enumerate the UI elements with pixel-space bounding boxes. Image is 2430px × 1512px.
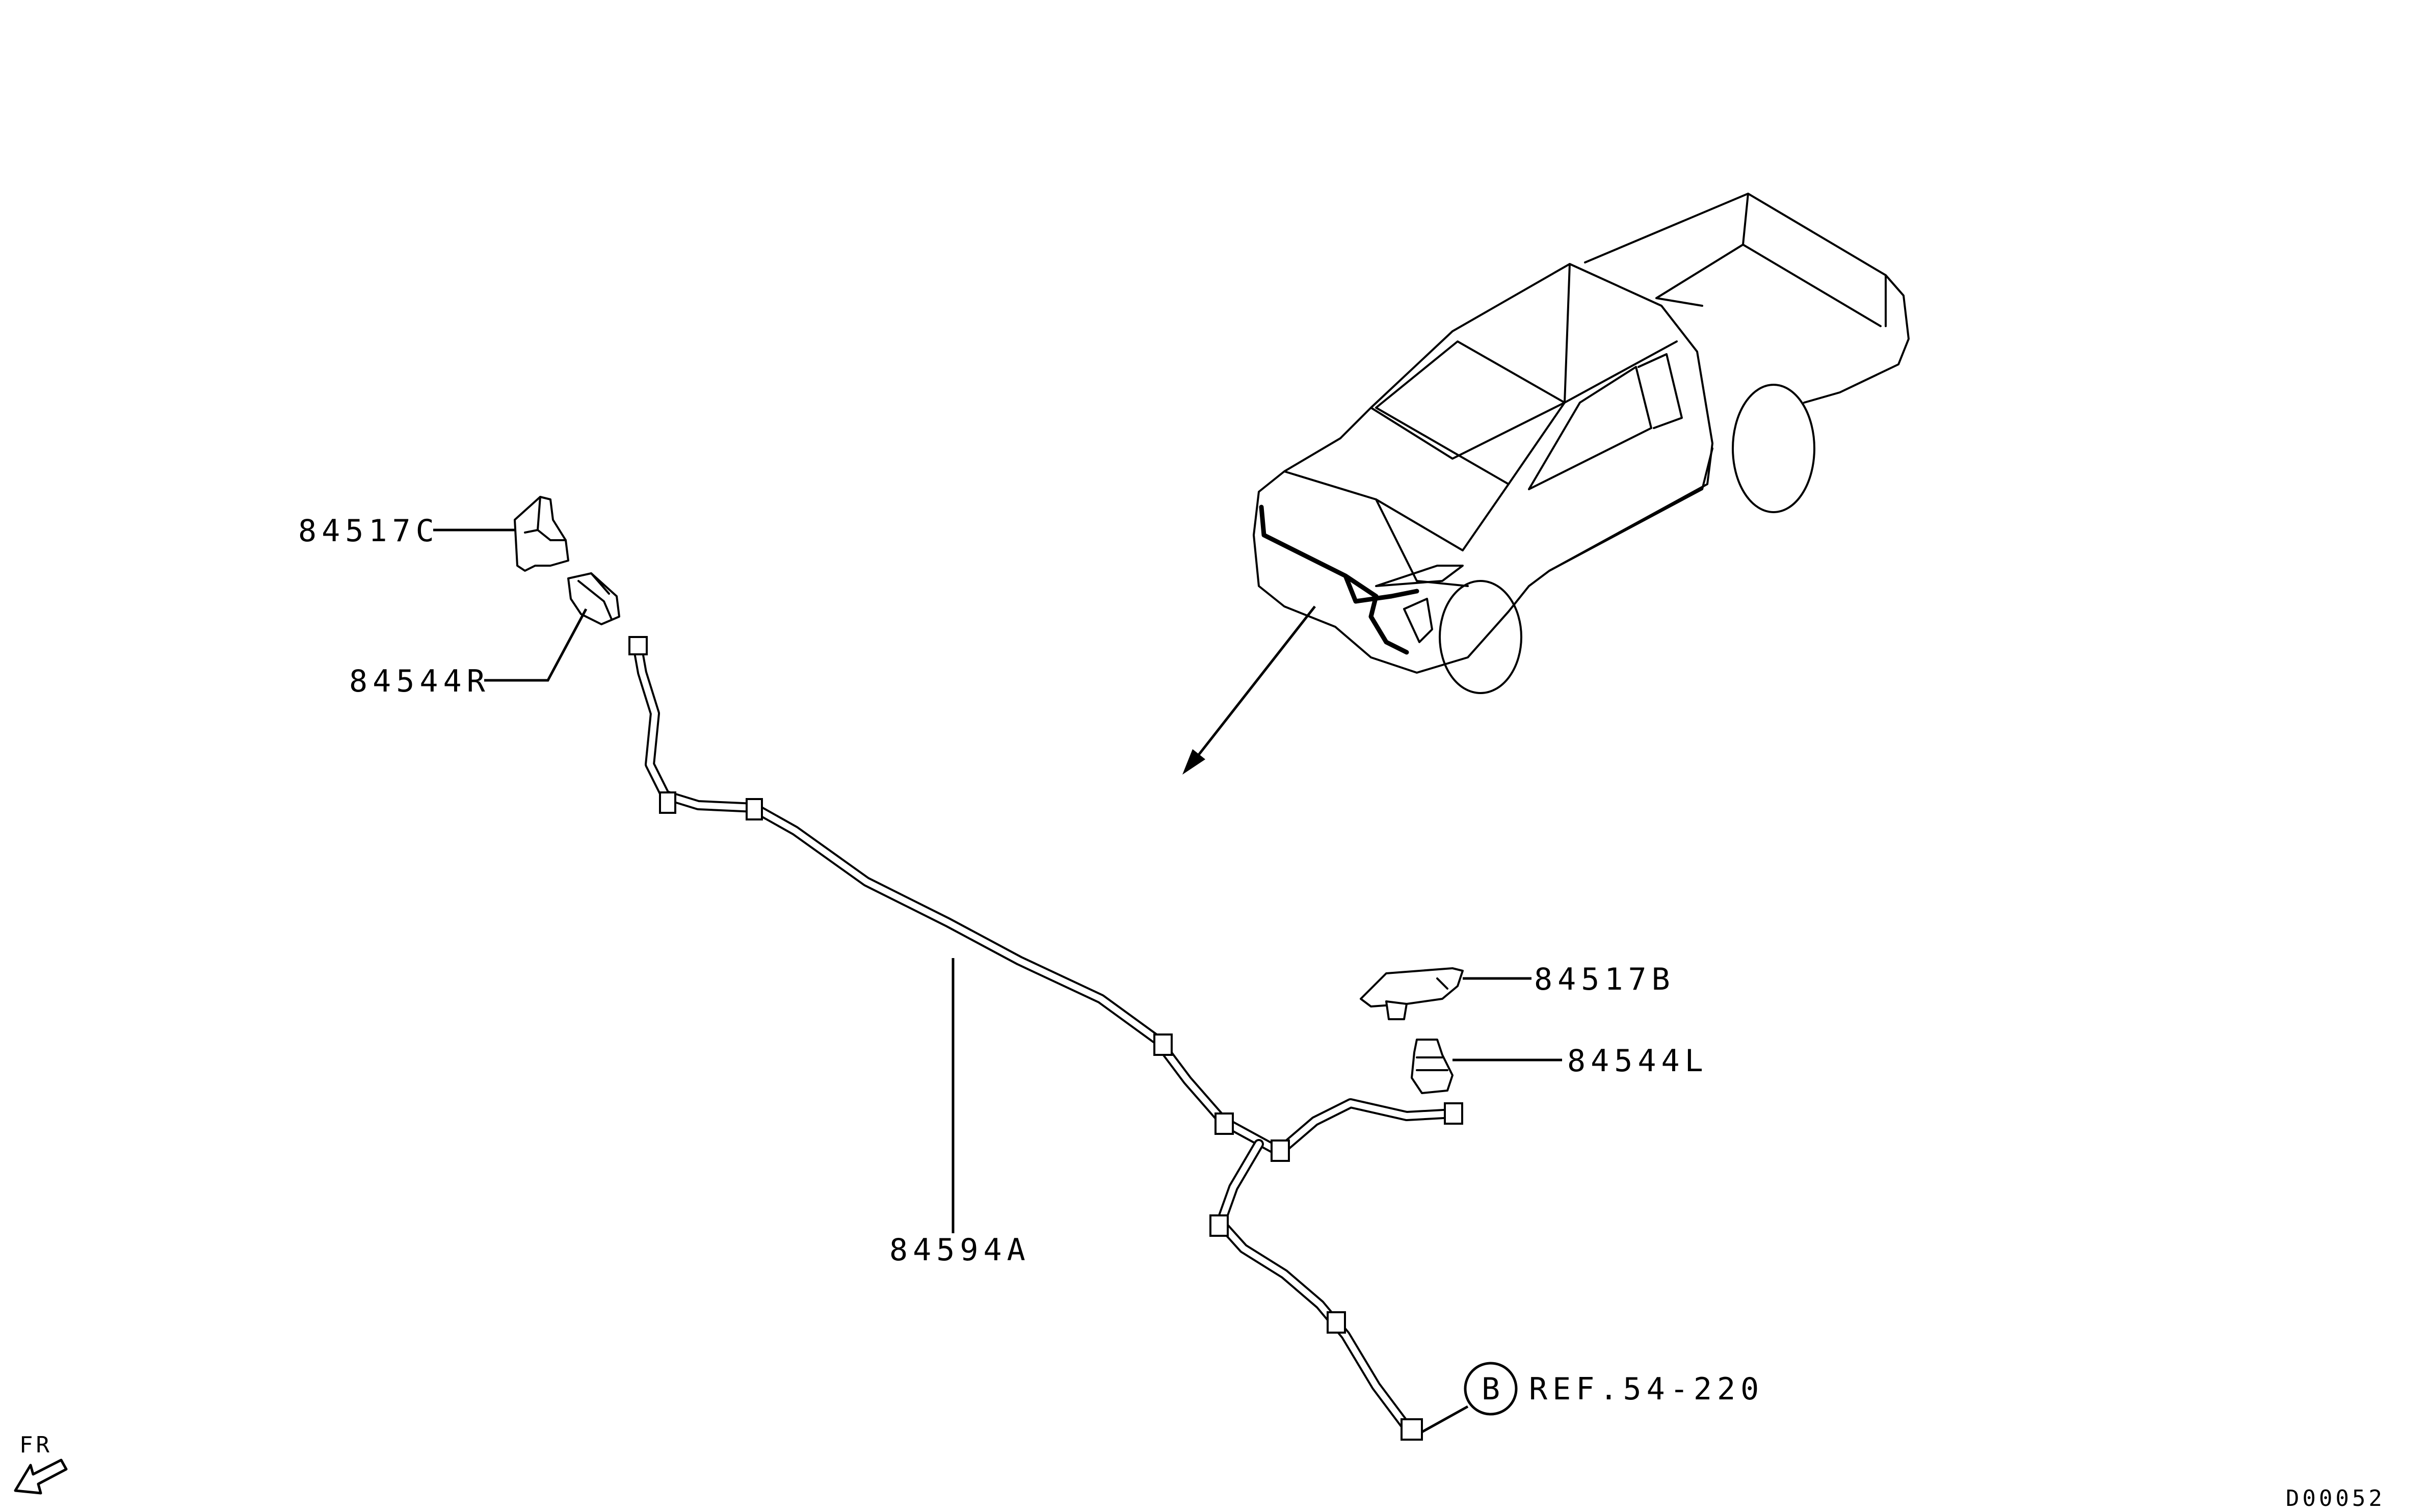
truck-bed bbox=[1584, 193, 1910, 404]
truck-harness-highlight bbox=[1259, 505, 1419, 655]
washer-hose-84594A bbox=[628, 636, 1463, 1441]
washer-nozzle-84544R bbox=[567, 572, 620, 625]
hose-connector-lower bbox=[1401, 1418, 1423, 1441]
pickup-truck-illustration bbox=[1253, 193, 1910, 694]
reference-text: REF.54-220 bbox=[1529, 1371, 1764, 1407]
truck-headlight bbox=[1375, 565, 1464, 587]
hose-clip bbox=[1153, 1033, 1173, 1056]
truck-rear-wheel bbox=[1732, 384, 1815, 513]
truck-cab bbox=[1339, 263, 1713, 572]
leader-lines bbox=[433, 528, 1562, 1434]
truck-side-window bbox=[1528, 353, 1683, 490]
truck-front-wheel bbox=[1439, 580, 1522, 694]
fr-label: FR bbox=[19, 1432, 52, 1458]
truck-windshield bbox=[1375, 340, 1566, 485]
hose-connector-upper bbox=[628, 636, 648, 655]
washer-nozzle-84544L bbox=[1411, 1039, 1454, 1094]
hose-clip bbox=[1327, 1311, 1346, 1334]
part-label-84594A: 84594A bbox=[889, 1232, 1031, 1268]
hose-clip bbox=[746, 798, 763, 820]
reference-marker: B REF.54-220 bbox=[1464, 1362, 1764, 1416]
circled-letter-icon bbox=[1464, 1362, 1518, 1416]
part-label-84544L: 84544L bbox=[1567, 1043, 1708, 1079]
view-arrow bbox=[1182, 605, 1316, 775]
hose-connector-right bbox=[1444, 1102, 1463, 1125]
hose-clip bbox=[659, 791, 676, 814]
washer-nozzle-cover-84517B bbox=[1360, 967, 1464, 1020]
truck-fog-light bbox=[1403, 598, 1433, 643]
fr-arrow-icon bbox=[14, 1458, 68, 1495]
hose-clip bbox=[1271, 1139, 1290, 1162]
truck-body bbox=[1253, 437, 1713, 674]
diagram-id: D00052 bbox=[2286, 1486, 2385, 1511]
hose-clip bbox=[1209, 1214, 1229, 1237]
hose-clip bbox=[1214, 1112, 1234, 1135]
part-label-84544R: 84544R bbox=[349, 664, 490, 699]
part-label-84517C: 84517C bbox=[298, 513, 439, 549]
front-direction-indicator: FR bbox=[14, 1432, 68, 1495]
reference-letter: B bbox=[1482, 1371, 1500, 1407]
washer-nozzle-cover-84517C bbox=[514, 496, 569, 572]
part-label-84517B: 84517B bbox=[1534, 962, 1675, 997]
